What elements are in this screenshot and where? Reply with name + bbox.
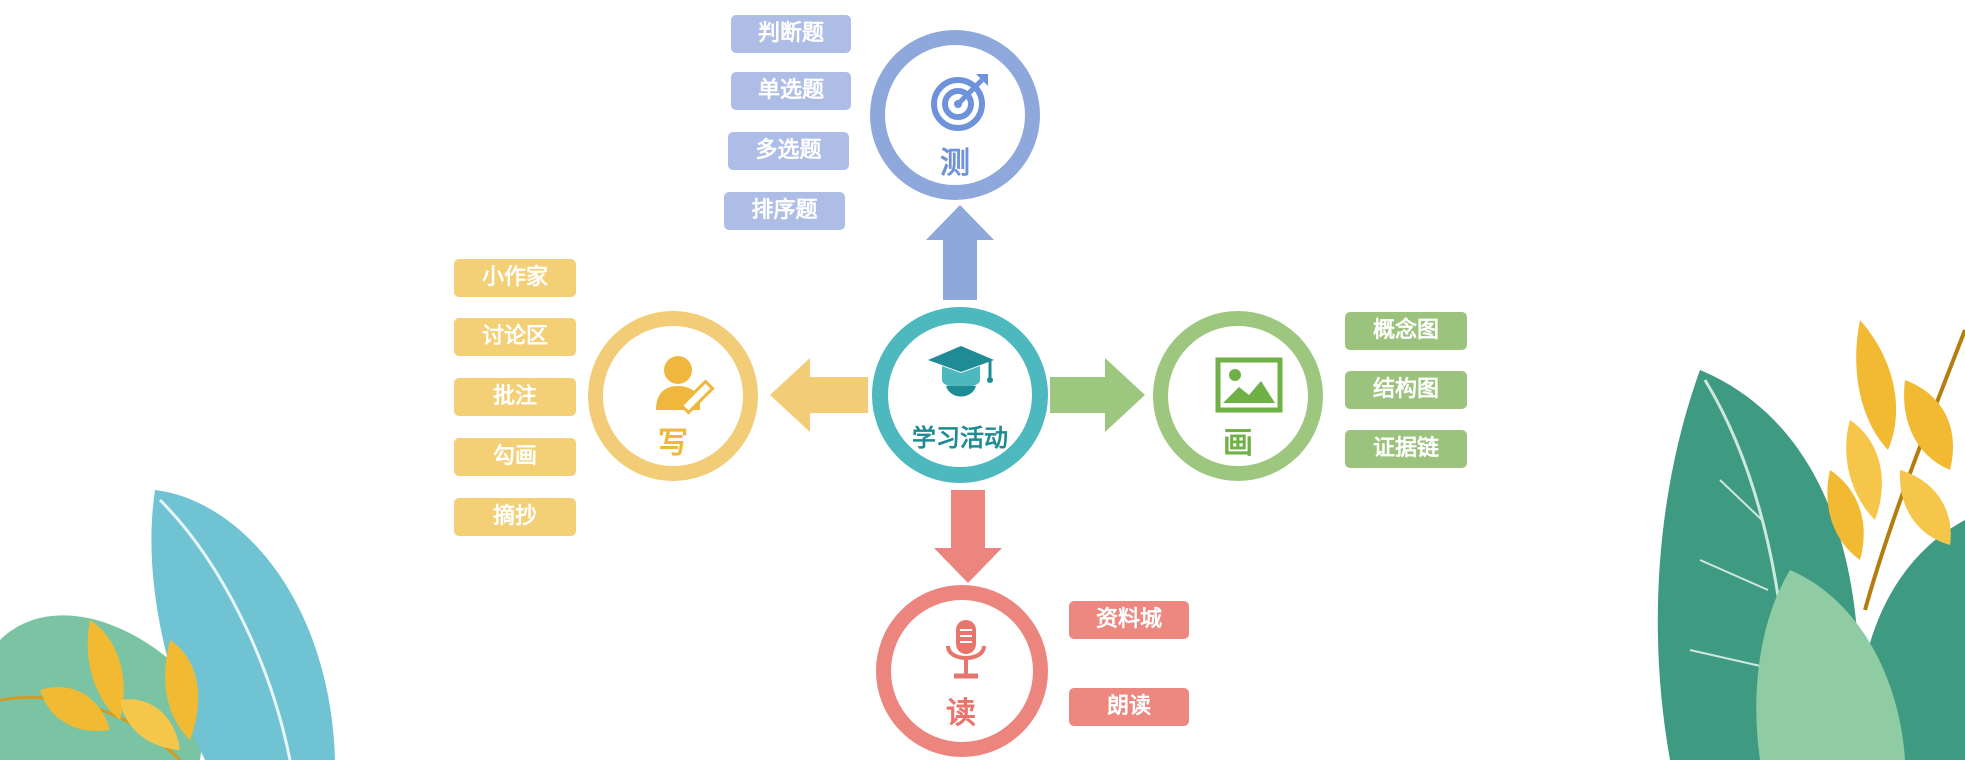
read-item-1[interactable]: 资料城 bbox=[1069, 601, 1189, 639]
read-item-2[interactable]: 朗读 bbox=[1069, 688, 1189, 726]
write-item-4[interactable]: 勾画 bbox=[454, 438, 576, 476]
leaf-bottom-left-group bbox=[0, 490, 335, 760]
draw-item-2[interactable]: 结构图 bbox=[1345, 371, 1467, 409]
read-title: 读 bbox=[946, 696, 976, 731]
test-title: 测 bbox=[940, 146, 970, 181]
write-item-1[interactable]: 小作家 bbox=[454, 259, 576, 297]
arrow-down bbox=[934, 490, 1002, 583]
target-icon bbox=[931, 74, 988, 131]
draw-item-3[interactable]: 证据链 bbox=[1345, 430, 1467, 468]
microphone-icon bbox=[946, 620, 986, 679]
write-title: 写 bbox=[658, 426, 688, 461]
arrow-right bbox=[1050, 358, 1145, 432]
graduate-cap-icon bbox=[928, 346, 994, 397]
test-item-4[interactable]: 排序题 bbox=[724, 192, 845, 230]
writer-pencil-icon bbox=[656, 356, 715, 415]
draw-title: 画 bbox=[1223, 426, 1253, 461]
write-item-3[interactable]: 批注 bbox=[454, 378, 576, 416]
write-item-2[interactable]: 讨论区 bbox=[454, 318, 576, 356]
center-label: 学习活动 bbox=[912, 424, 1008, 452]
arrow-up bbox=[926, 205, 994, 300]
read-circle bbox=[876, 585, 1048, 757]
arrow-left bbox=[770, 358, 868, 432]
draw-item-1[interactable]: 概念图 bbox=[1345, 312, 1467, 350]
test-item-2[interactable]: 单选题 bbox=[731, 72, 851, 110]
write-item-5[interactable]: 摘抄 bbox=[454, 498, 576, 536]
picture-icon bbox=[1215, 357, 1283, 413]
leaf-bottom-right-group bbox=[1657, 320, 1965, 760]
test-item-3[interactable]: 多选题 bbox=[728, 132, 849, 170]
test-item-1[interactable]: 判断题 bbox=[731, 15, 851, 53]
